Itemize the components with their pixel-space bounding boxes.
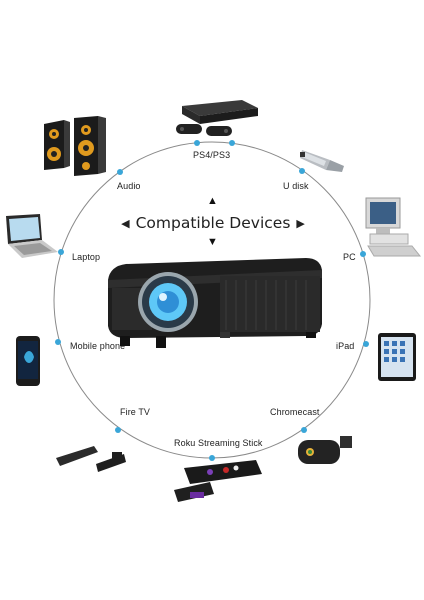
label-mobile: Mobile phone [70, 341, 126, 351]
chromecast-icon [298, 436, 352, 464]
projector-icon [108, 258, 322, 348]
label-chromecast: Chromecast [270, 407, 320, 417]
ring-dot-ipad [363, 341, 369, 347]
arrow-up-icon: ▲ [207, 195, 218, 207]
arrow-right-icon: ▶ [296, 216, 305, 230]
ipad-icon [378, 333, 416, 381]
speakers-icon [44, 116, 106, 176]
ring-dot-firetv [115, 427, 121, 433]
label-udisk: U disk [283, 181, 309, 191]
label-ipad: iPad [336, 341, 355, 351]
playstation-console-icon [176, 100, 258, 136]
ring-dot-audio [117, 169, 123, 175]
ring-dot-ps [194, 140, 200, 146]
label-laptop: Laptop [72, 252, 101, 262]
ring-dot-pc [360, 251, 366, 257]
label-audio: Audio [117, 181, 141, 191]
title-row: ◀ Compatible Devices ▶ [118, 212, 308, 234]
ring-dot-roku [209, 455, 215, 461]
ring-dot-ps-2 [229, 140, 235, 146]
laptop-icon [6, 214, 58, 258]
mobile-phone-icon [16, 336, 40, 386]
label-roku: Roku Streaming Stick [174, 438, 263, 448]
page-title: Compatible Devices [135, 214, 291, 232]
ring-dot-laptop [58, 249, 64, 255]
ring-dot-chromecast [301, 427, 307, 433]
ring-dot-mobile [55, 339, 61, 345]
ring-dot-udisk [299, 168, 305, 174]
label-pc: PC [343, 252, 356, 262]
label-ps: PS4/PS3 [193, 150, 231, 160]
arrow-left-icon: ◀ [121, 216, 130, 230]
roku-streaming-stick-icon [174, 460, 262, 502]
label-firetv: Fire TV [120, 407, 151, 417]
desktop-pc-icon [365, 197, 422, 257]
usb-drive-icon [300, 150, 344, 172]
fire-tv-stick-icon [56, 446, 126, 472]
arrow-down-icon: ▼ [207, 236, 218, 248]
